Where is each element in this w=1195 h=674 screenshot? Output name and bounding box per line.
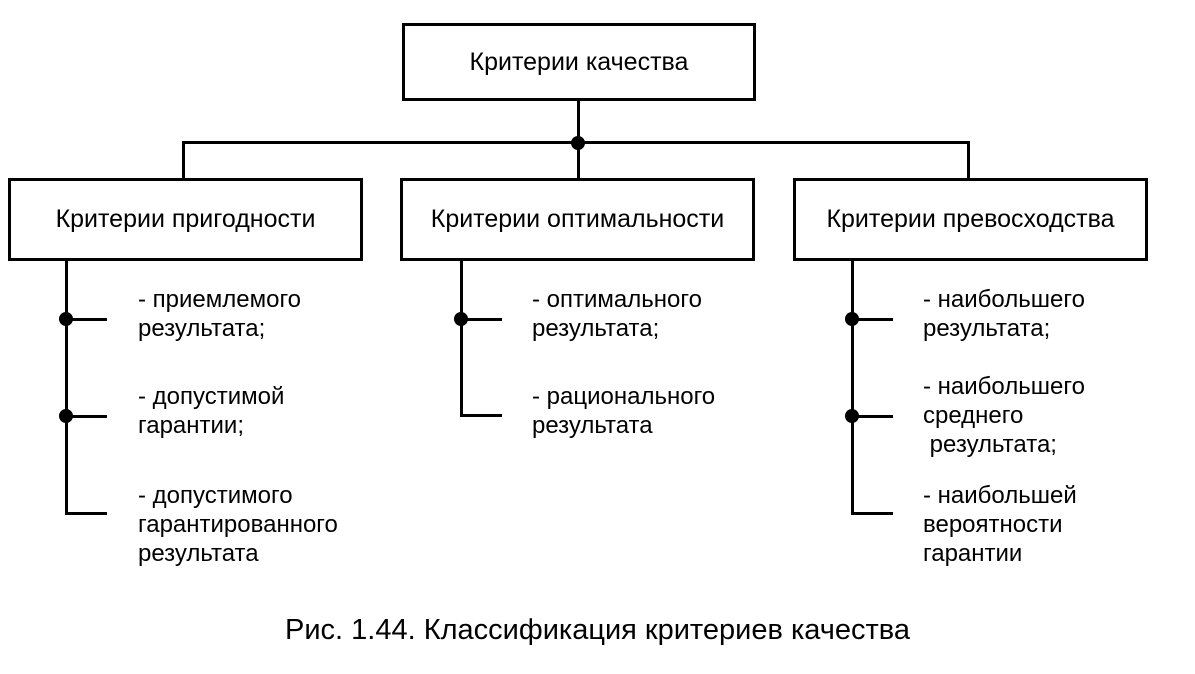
figure-caption: Рис. 1.44. Классификация критериев качес…: [284, 614, 910, 646]
item-line: - допустимого: [138, 482, 293, 509]
item-line: среднего: [923, 402, 1024, 429]
item-line: - рационального: [532, 383, 716, 410]
superiority-trunk: [851, 261, 854, 515]
optimality-trunk: [460, 261, 463, 417]
root-node-label: Критерии качества: [469, 47, 689, 76]
superiority-tick-2: [851, 415, 893, 418]
item-line: результата;: [923, 315, 1051, 342]
suitability-item-2: - допустимой гарантии;: [138, 382, 284, 440]
node-superiority-label: Критерии превосходства: [826, 205, 1115, 233]
item-line: результата: [532, 412, 653, 439]
superiority-tick-1: [851, 318, 893, 321]
superiority-dot-2: [845, 409, 859, 423]
superiority-item-2: - наибольшего среднего результата;: [923, 372, 1085, 459]
optimality-item-1: - оптимального результата;: [532, 285, 702, 343]
item-line: результата;: [923, 431, 1057, 458]
item-line: результата;: [532, 315, 660, 342]
superiority-item-3: - наибольшей вероятности гарантии: [923, 481, 1077, 568]
branch-right-drop: [967, 141, 970, 179]
item-line: - наибольшего: [923, 373, 1085, 400]
branch-bus: [182, 141, 970, 144]
item-line: - допустимой: [138, 383, 285, 410]
suitability-tick-3: [65, 512, 107, 515]
item-line: - оптимального: [532, 286, 702, 313]
superiority-item-1: - наибольшего результата;: [923, 285, 1085, 343]
suitability-trunk: [65, 261, 68, 515]
node-optimality: Критерии оптимальности: [400, 178, 755, 261]
node-suitability: Критерии пригодности: [8, 178, 363, 261]
suitability-item-3: - допустимого гарантированного результат…: [138, 481, 338, 568]
suitability-tick-1: [65, 318, 107, 321]
suitability-dot-2: [59, 409, 73, 423]
root-node: Критерии качества: [402, 23, 756, 101]
item-line: гарантии: [923, 540, 1023, 567]
item-line: гарантии;: [138, 412, 244, 439]
node-optimality-label: Критерии оптимальности: [430, 205, 725, 233]
item-line: - приемлемого: [138, 286, 302, 313]
superiority-dot-1: [845, 312, 859, 326]
branch-left-drop: [182, 141, 185, 179]
suitability-item-1: - приемлемого результата;: [138, 285, 301, 343]
suitability-tick-2: [65, 415, 107, 418]
item-line: гарантированного: [138, 511, 338, 538]
node-suitability-label: Критерии пригодности: [55, 205, 316, 233]
item-line: - наибольшего: [923, 286, 1085, 313]
superiority-tick-3: [851, 512, 893, 515]
suitability-dot-1: [59, 312, 73, 326]
optimality-tick-2: [460, 414, 502, 417]
optimality-dot-1: [454, 312, 468, 326]
node-superiority: Критерии превосходства: [793, 178, 1148, 261]
optimality-item-2: - рационального результата: [532, 382, 715, 440]
item-line: результата;: [138, 315, 266, 342]
item-line: вероятности: [923, 511, 1063, 538]
item-line: результата: [138, 540, 259, 567]
optimality-tick-1: [460, 318, 502, 321]
item-line: - наибольшей: [923, 482, 1077, 509]
